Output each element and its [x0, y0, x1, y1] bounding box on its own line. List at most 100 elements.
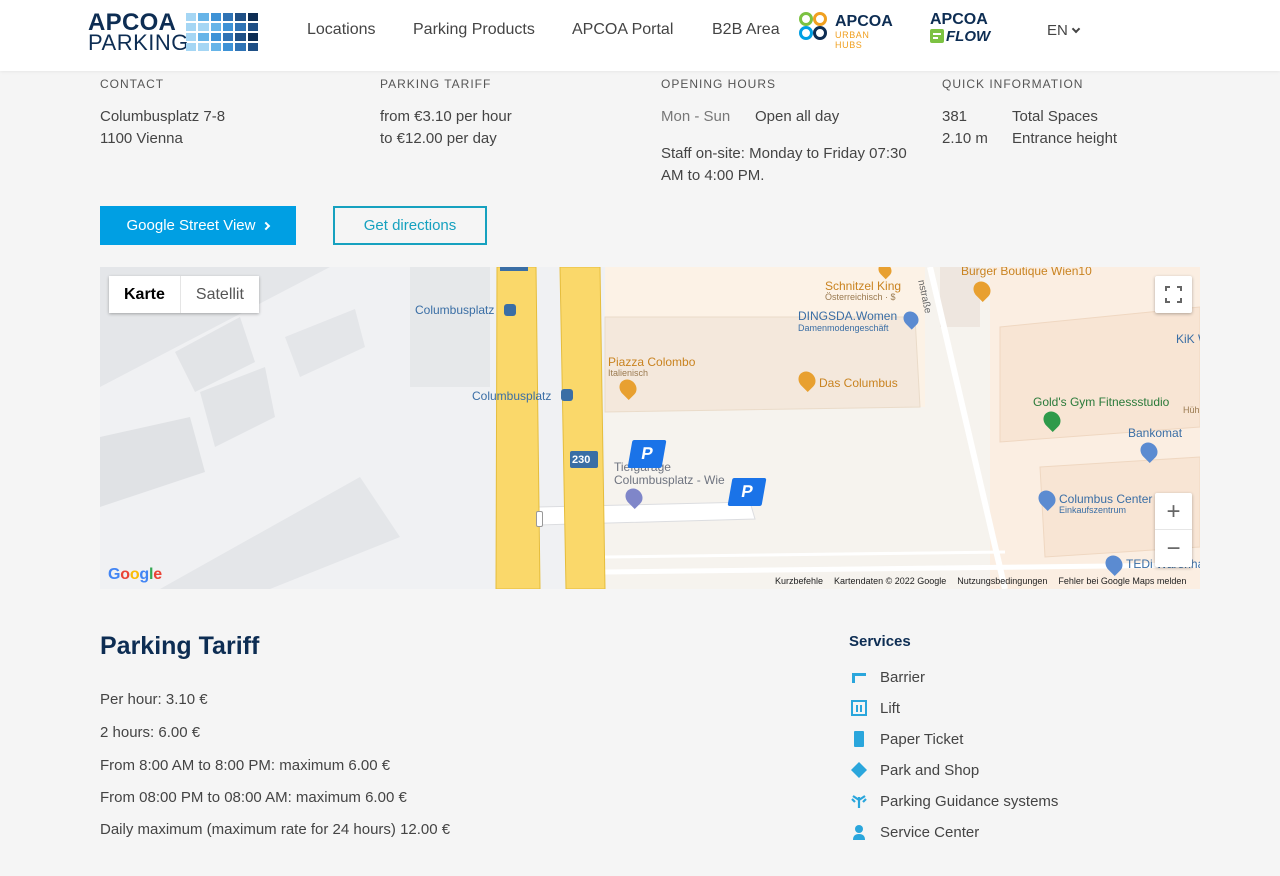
urban-hubs-title: APCOA	[835, 13, 893, 30]
flow-box-icon	[930, 29, 944, 43]
poi-dingsda-sub: Damenmodengeschäft	[798, 323, 889, 333]
apcoa-parking-logo[interactable]: APCOA PARKING	[88, 9, 260, 55]
parking-tariff-heading: Parking Tariff	[100, 632, 260, 660]
service-item-park-and-shop: Park and Shop	[850, 761, 979, 779]
poi-kik[interactable]: KiK W	[1176, 332, 1200, 346]
guidance-icon	[850, 792, 868, 810]
google-logo[interactable]: Google	[108, 566, 162, 583]
contact-column: CONTACT Columbusplatz 7-8 1100 Vienna	[100, 77, 225, 150]
services-heading: Services	[849, 633, 911, 650]
poi-das-columbus[interactable]: Das Columbus	[819, 376, 898, 390]
poi-columbus-center[interactable]: Columbus Center	[1059, 492, 1153, 506]
nav-b2b-area[interactable]: B2B Area	[712, 21, 780, 38]
nav-locations[interactable]: Locations	[307, 21, 376, 38]
fullscreen-button[interactable]	[1155, 276, 1192, 313]
tariff-column: PARKING TARIFF from €3.10 per hour to €1…	[380, 77, 512, 150]
barrier-icon	[850, 668, 868, 686]
attribution-report[interactable]: Fehler bei Google Maps melden	[1058, 576, 1187, 586]
poi-piazza-colombo[interactable]: Piazza Colombo	[608, 355, 696, 369]
nav-apcoa-portal[interactable]: APCOA Portal	[572, 21, 674, 38]
parking-marker-icon[interactable]: P	[727, 478, 767, 506]
staff-line: AM to 4:00 PM.	[661, 167, 765, 184]
tariff-item: From 08:00 PM to 08:00 AM: maximum 6.00 …	[100, 789, 407, 806]
apcoa-flow-logo[interactable]: APCOA FLOW	[930, 11, 1000, 47]
poi-columbusplatz-label[interactable]: Columbusplatz	[472, 389, 552, 403]
map-canvas	[100, 267, 1200, 589]
attribution-shortcuts[interactable]: Kurzbefehle	[775, 576, 824, 586]
attribution-terms[interactable]: Nutzungsbedingungen	[957, 576, 1048, 586]
poi-columbusplatz-label[interactable]: Columbusplatz	[415, 303, 495, 317]
poi-burger-boutique[interactable]: Burger Boutique Wien10	[961, 267, 1092, 278]
quick-info-label: Entrance height	[1012, 130, 1118, 147]
quick-info-label: Total Spaces	[1012, 108, 1098, 125]
tariff-line: to €12.00 per day	[380, 130, 497, 147]
service-label: Lift	[880, 699, 901, 717]
service-person-icon	[850, 823, 868, 841]
transit-icon[interactable]	[561, 389, 573, 401]
quick-info-title: QUICK INFORMATION	[942, 77, 1084, 91]
language-label: EN	[1047, 22, 1068, 39]
map-type-satellit[interactable]: Satellit	[195, 286, 244, 303]
chevron-down-icon	[1071, 24, 1081, 34]
shop-diamond-icon	[850, 761, 868, 779]
google-map[interactable]: 230 Columbusplatz Columbusplatz Schnitze…	[100, 267, 1200, 589]
zoom-control: + −	[1155, 493, 1192, 567]
service-item-paper-ticket: Paper Ticket	[850, 730, 963, 748]
poi-dingsda[interactable]: DINGSDA.Women	[798, 309, 898, 323]
fullscreen-icon	[1165, 286, 1182, 303]
urban-hubs-dots-icon	[798, 11, 830, 43]
contact-line: 1100 Vienna	[100, 130, 183, 147]
flow-subtitle-wrap: FLOW	[930, 28, 990, 45]
service-label: Service Center	[880, 823, 980, 841]
poi-golds-sub: Hüh	[1183, 405, 1200, 415]
get-directions-button[interactable]: Get directions	[333, 206, 487, 245]
service-item-guidance: Parking Guidance systems	[850, 792, 1058, 810]
poi-piazza-sub: Italienisch	[608, 368, 649, 378]
site-header: APCOA PARKING Locations Parking Products…	[0, 0, 1280, 71]
urban-hubs-subtitle: URBAN HUBS	[835, 30, 870, 50]
logo-grid-mark	[186, 13, 258, 51]
poi-schnitzel-king[interactable]: Schnitzel King	[825, 279, 902, 293]
poi-bankomat[interactable]: Bankomat	[1128, 426, 1183, 440]
poi-golds-gym[interactable]: Gold's Gym Fitnessstudio	[1033, 395, 1170, 409]
map-attribution: Kurzbefehle Kartendaten © 2022 Google Nu…	[775, 576, 1186, 586]
google-street-view-button[interactable]: Google Street View	[100, 206, 296, 245]
service-label: Park and Shop	[880, 761, 980, 779]
parking-marker-icon[interactable]: P	[627, 440, 667, 468]
language-selector[interactable]: EN	[1047, 22, 1081, 39]
chevron-right-icon	[262, 221, 271, 230]
directions-label: Get directions	[363, 217, 457, 234]
service-item-barrier: Barrier	[850, 668, 925, 686]
transit-icon[interactable]	[504, 304, 516, 316]
map-type-karte[interactable]: Karte	[109, 276, 181, 313]
service-label: Parking Guidance systems	[880, 792, 1059, 810]
service-item-service-center: Service Center	[850, 823, 979, 841]
street-view-label: Google Street View	[126, 217, 256, 234]
logo-text-apcoa: APCOA	[88, 9, 177, 36]
apcoa-urban-hubs-logo[interactable]: APCOA URBAN HUBS	[798, 11, 898, 50]
service-item-lift: Lift	[850, 699, 900, 717]
flow-subtitle: FLOW	[946, 28, 991, 45]
traffic-light-icon	[536, 511, 543, 527]
nav-parking-products[interactable]: Parking Products	[413, 21, 535, 38]
tariff-item: Per hour: 3.10 €	[100, 691, 208, 708]
poi-columbus-center-sub: Einkaufszentrum	[1059, 505, 1127, 515]
opening-days: Mon - Sun	[661, 108, 731, 125]
logo-text-parking: PARKING	[88, 30, 189, 55]
staff-line: Staff on-site: Monday to Friday 07:30	[661, 145, 907, 162]
road-number-label: 230	[572, 454, 591, 466]
tariff-item: 2 hours: 6.00 €	[100, 724, 201, 741]
opening-hours-title: OPENING HOURS	[661, 77, 777, 91]
service-label: Barrier	[880, 668, 926, 686]
zoom-in-button[interactable]: +	[1155, 493, 1192, 530]
tariff-column-title: PARKING TARIFF	[380, 77, 492, 91]
poi-schnitzel-sub: Österreichisch · $	[825, 292, 896, 302]
map-type-toggle: Karte Satellit	[109, 276, 259, 313]
ticket-icon	[850, 730, 868, 748]
contact-line: Columbusplatz 7-8	[100, 108, 226, 125]
zoom-out-button[interactable]: −	[1166, 535, 1181, 562]
